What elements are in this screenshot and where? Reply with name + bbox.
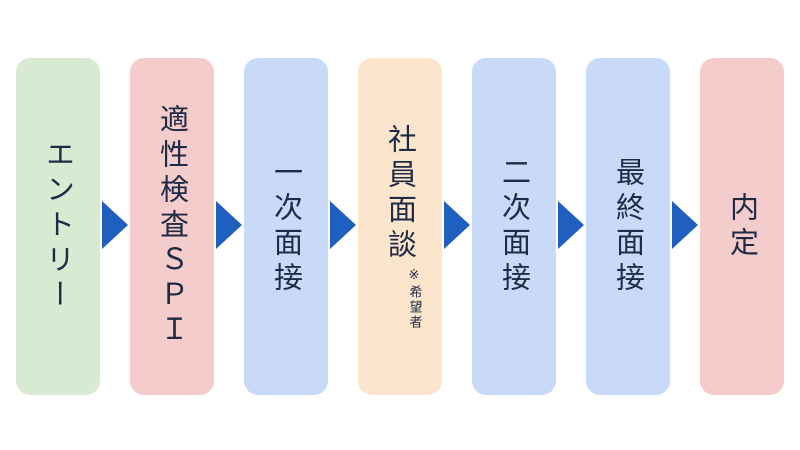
arrow-icon — [330, 201, 356, 249]
step-note: ※希望者 — [406, 267, 422, 330]
step-aptitude-test: 適性検査ＳＰＩ — [130, 58, 214, 395]
step-label: 一次面接 — [269, 156, 304, 297]
arrow-icon — [672, 201, 698, 249]
step-final-interview: 最終面接 — [586, 58, 670, 395]
arrow-icon — [444, 201, 470, 249]
step-second-interview: 二次面接 — [472, 58, 556, 395]
step-label: 適性検査ＳＰＩ — [155, 104, 190, 349]
step-label: エントリー — [41, 139, 76, 314]
arrow-icon — [216, 201, 242, 249]
step-entry: エントリー — [16, 58, 100, 395]
step-first-interview: 一次面接 — [244, 58, 328, 395]
arrow-icon — [102, 201, 128, 249]
step-label: 内定 — [725, 191, 760, 262]
step-label: 二次面接 — [497, 156, 532, 297]
step-offer: 内定 — [700, 58, 784, 395]
step-label: 最終面接 — [611, 156, 646, 297]
step-label: 社員面談 — [383, 123, 418, 264]
step-employee-meeting: 社員面談 ※希望者 — [358, 58, 442, 395]
arrow-icon — [558, 201, 584, 249]
